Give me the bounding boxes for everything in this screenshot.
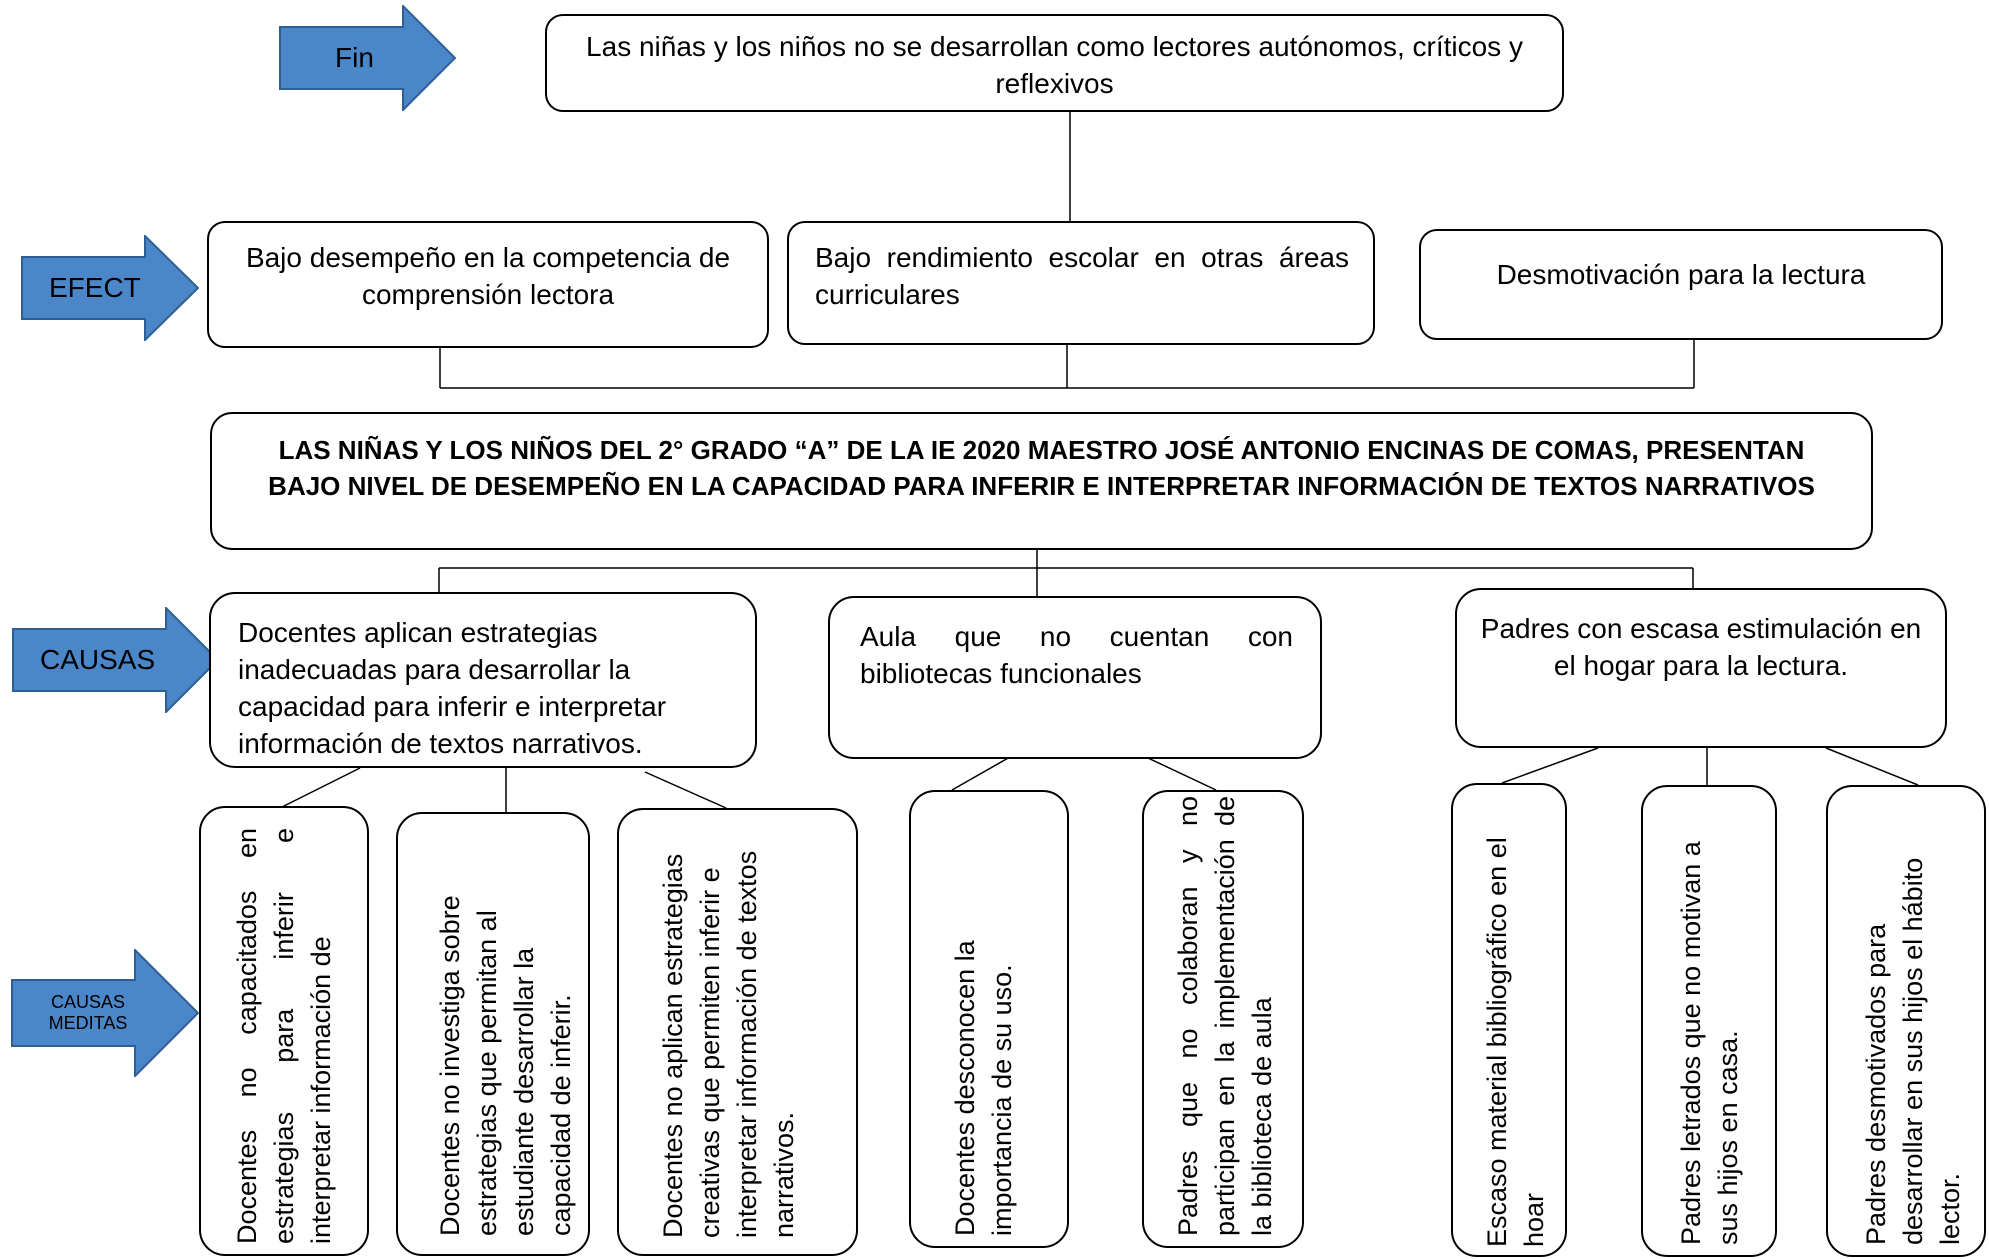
causas-meditas-label: CAUSAS MEDITAS — [48, 992, 128, 1033]
effect-text: Bajo rendimiento escolar en otras áreas … — [815, 242, 1349, 310]
effect-box-1: Bajo desempeño en la competencia de comp… — [207, 221, 769, 348]
sub-cause-box-5: Padres que no colaboran y no participan … — [1142, 790, 1304, 1248]
right-arrow-icon — [11, 947, 200, 1079]
fin-box: Las niñas y los niños no se desarrollan … — [545, 14, 1564, 112]
sub-cause-text: Docentes no investiga sobre estrategias … — [435, 895, 576, 1236]
cause-box-2: Aula que no cuentan con bibliotecas func… — [828, 596, 1322, 759]
causas-meditas-arrow: CAUSAS MEDITAS — [11, 947, 200, 1079]
sub-cause-box-4: Docentes desconocen la importancia de su… — [909, 790, 1069, 1248]
sub-cause-box-7: Padres letrados que no motivan a sus hij… — [1641, 785, 1777, 1257]
fin-text: Las niñas y los niños no se desarrollan … — [586, 31, 1523, 99]
problem-box: LAS NIÑAS Y LOS NIÑOS DEL 2° GRADO “A” D… — [210, 412, 1873, 550]
sub-cause-text: Docentes no aplican estrategias creativa… — [658, 850, 799, 1238]
cause-text: Aula que no cuentan con bibliotecas func… — [860, 621, 1293, 689]
effect-box-2: Bajo rendimiento escolar en otras áreas … — [787, 221, 1375, 345]
sub-cause-text: Padres letrados que no motivan a sus hij… — [1676, 841, 1743, 1245]
right-arrow-icon — [12, 605, 220, 715]
sub-cause-text: Padres que no colaboran y no participan … — [1173, 796, 1277, 1236]
sub-cause-box-3: Docentes no aplican estrategias creativa… — [617, 808, 858, 1256]
effect-box-3: Desmotivación para la lectura — [1419, 229, 1943, 340]
efect-label: EFECT — [49, 272, 141, 303]
causas-arrow: CAUSAS — [12, 605, 220, 715]
effect-text: Bajo desempeño en la competencia de comp… — [245, 242, 731, 310]
sub-cause-box-6: Escaso material bibliográfico en el hoar — [1451, 783, 1567, 1257]
right-arrow-icon — [279, 3, 457, 113]
sub-cause-box-1: Docentes no capacitados en estrategias p… — [199, 806, 369, 1256]
problem-text: LAS NIÑAS Y LOS NIÑOS DEL 2° GRADO “A” D… — [268, 435, 1815, 501]
cause-text: Docentes aplican estrategias inadecuadas… — [238, 617, 667, 759]
cause-text: Padres con escasa estimulación en el hog… — [1480, 613, 1922, 681]
sub-cause-text: Docentes no capacitados en estrategias p… — [232, 828, 336, 1244]
causas-label: CAUSAS — [40, 644, 156, 675]
effect-text: Desmotivación para la lectura — [1496, 259, 1866, 290]
fin-arrow: Fin — [279, 3, 457, 113]
sub-cause-text: Escaso material bibliográfico en el hoar — [1482, 837, 1549, 1247]
sub-cause-text: Padres desmotivados para desarrollar en … — [1861, 857, 1965, 1245]
efect-arrow: EFECT — [21, 233, 200, 343]
fin-label: Fin — [335, 42, 374, 73]
sub-cause-box-8: Padres desmotivados para desarrollar en … — [1826, 785, 1986, 1257]
cause-box-3: Padres con escasa estimulación en el hog… — [1455, 588, 1947, 748]
cause-box-1: Docentes aplican estrategias inadecuadas… — [209, 592, 757, 768]
sub-cause-text: Docentes desconocen la importancia de su… — [950, 940, 1017, 1236]
sub-cause-box-2: Docentes no investiga sobre estrategias … — [396, 812, 590, 1256]
right-arrow-icon — [21, 233, 200, 343]
